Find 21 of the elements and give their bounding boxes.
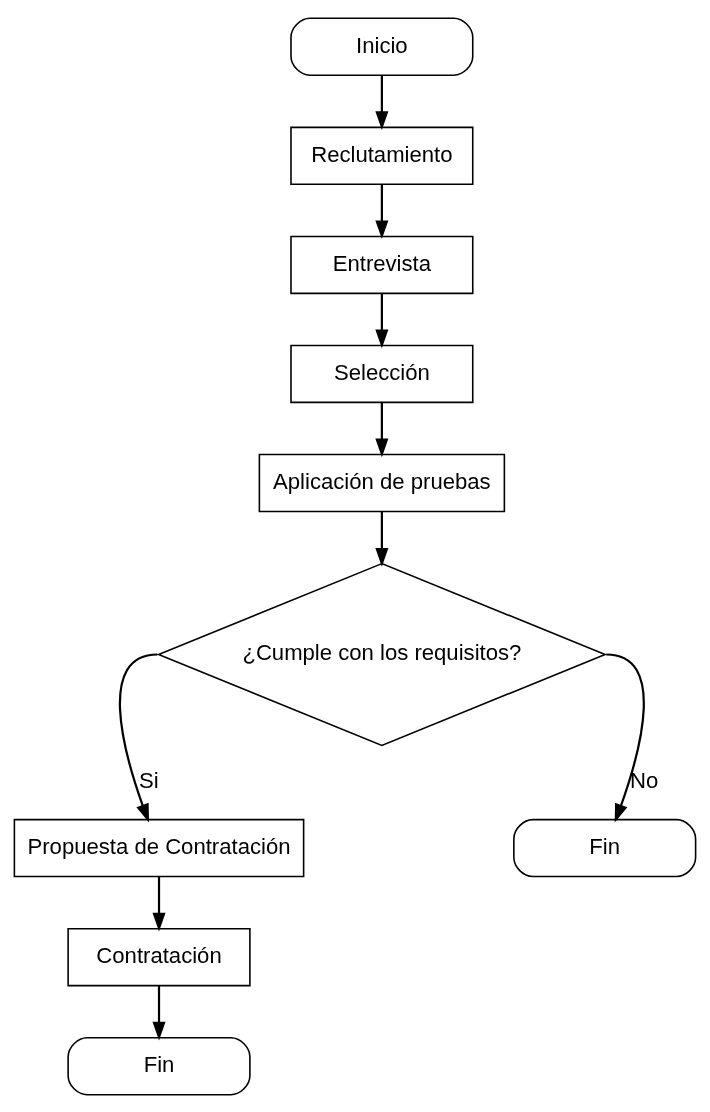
- arrow: [375, 184, 389, 239]
- node-box: Entrevista: [290, 235, 474, 294]
- arrow: [375, 75, 389, 130]
- node-box: Inicio: [290, 17, 474, 76]
- arrow: [375, 402, 389, 457]
- node-diamond: ¿Cumple con los requisitos?: [156, 562, 608, 746]
- node-box: Fin: [67, 1036, 251, 1095]
- arrow: [375, 511, 389, 567]
- node-box: Selección: [290, 344, 474, 403]
- arrow: [118, 652, 158, 823]
- node-box: Reclutamiento: [290, 126, 474, 185]
- node-box: Aplicación de pruebas: [258, 453, 506, 512]
- node-box: Fin: [513, 818, 697, 877]
- arrow: [152, 985, 166, 1040]
- node-box: Contratación: [67, 927, 251, 986]
- arrow: [606, 652, 645, 823]
- edge-label: No: [630, 767, 659, 793]
- node-box: Propuesta de Contratación: [13, 818, 305, 877]
- arrow: [375, 293, 389, 348]
- edge-label: Si: [138, 767, 159, 793]
- arrow: [152, 876, 166, 931]
